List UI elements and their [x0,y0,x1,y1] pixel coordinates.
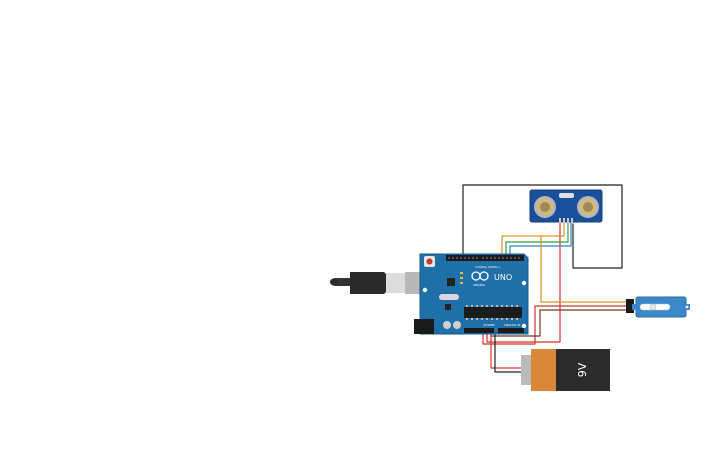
battery-9v[interactable]: 9V [521,349,610,391]
wire-battery-negative[interactable] [494,329,523,373]
board-brand-label: ARDUINO [473,283,485,287]
ultrasonic-crystal [559,193,574,198]
wire-servo-signal[interactable] [540,235,629,303]
mounting-hole [521,323,527,329]
led-rx [460,277,463,279]
ultrasonic-receiver [577,196,599,218]
led-tx [460,272,463,274]
digital-pins [448,257,520,259]
arduino-uno-board[interactable]: DIGITAL (PWM~) UNO ARDUINO [414,253,529,335]
power-header[interactable] [464,328,494,333]
reset-button-cap [426,258,433,265]
usb-plug-metal [386,273,408,293]
led-l [460,282,463,284]
wire-battery-positive[interactable] [490,329,523,369]
usb-chip [447,278,455,286]
wire-servo-power[interactable] [482,305,629,345]
battery-body [556,349,610,391]
capacitor [453,321,461,329]
ultrasonic-pins [559,218,573,223]
mounting-hole [422,287,428,293]
servo-mount-left [632,304,638,310]
capacitor [443,321,451,329]
battery-label: 9V [576,362,589,377]
servo-connector[interactable] [626,299,634,313]
wire-ultrasonic-echo[interactable] [505,221,569,257]
ultrasonic-sensor[interactable] [529,189,603,223]
usb-plug-housing [350,272,388,294]
battery-cap [531,349,556,391]
digital-header[interactable] [446,255,524,261]
dc-power-jack[interactable] [414,319,434,334]
board-model-label: UNO [494,273,512,282]
analog-header[interactable] [498,328,524,333]
digital-header-label: DIGITAL (PWM~) [476,265,501,269]
ultrasonic-transmitter [534,196,556,218]
wire-ultrasonic-trig[interactable] [501,221,565,257]
servo-motor[interactable] [626,296,690,318]
battery-terminals [521,355,531,385]
wire-ultrasonic-gnd[interactable] [462,184,623,269]
arduino-logo [471,271,489,281]
servo-mount-hole [685,305,689,309]
crystal-oscillator [439,294,459,300]
analog-header-label: ANALOG IN [504,323,521,327]
wire-ultrasonic-vcc[interactable] [486,221,561,343]
power-header-label: POWER [483,323,494,327]
usb-cable[interactable] [330,272,431,294]
atmega-pins [466,305,518,320]
usb-cable-strain [338,278,354,286]
small-ic [445,304,451,310]
servo-horn[interactable] [639,303,671,311]
mounting-hole [521,280,527,286]
atmega-chip [464,307,522,318]
